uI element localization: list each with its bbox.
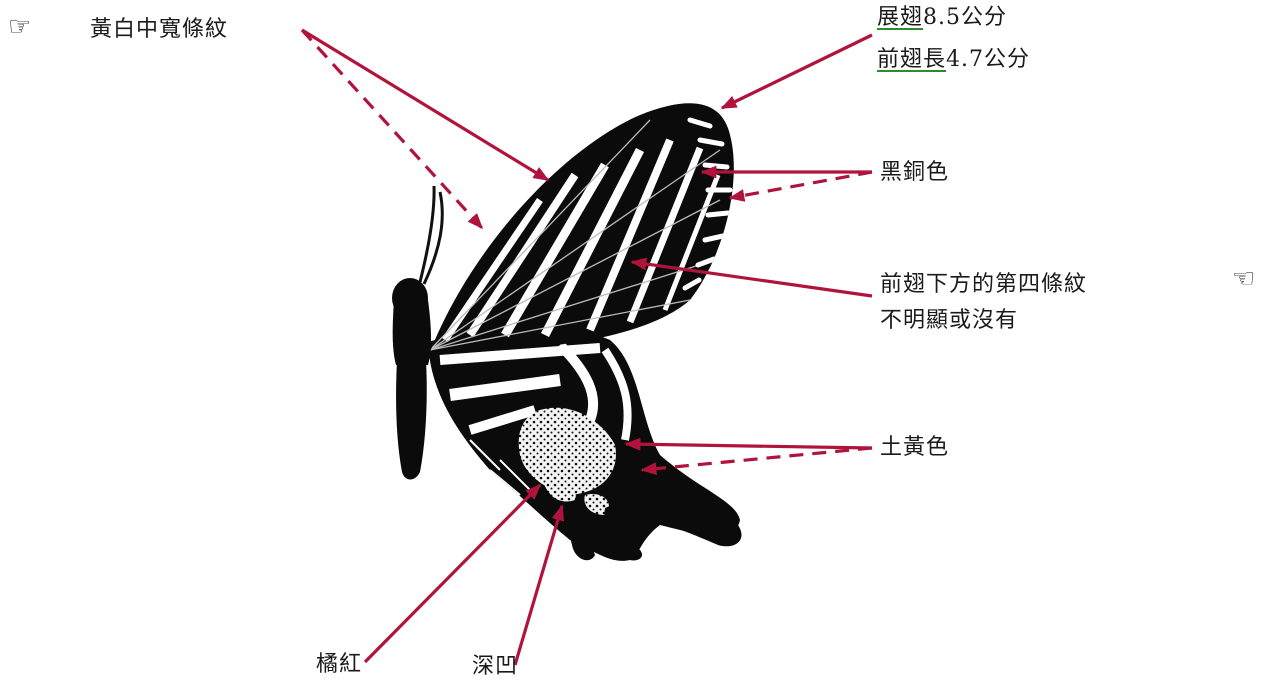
label-orange-red: 橘紅 — [316, 650, 362, 680]
forewing-term: 前翅長 — [877, 47, 946, 72]
label-fourth-stripe-line1: 前翅下方的第四條紋 — [880, 270, 1087, 300]
label-wingspan: 展翅8.5公分 — [877, 3, 1007, 33]
arrow-orange-red — [365, 485, 540, 662]
arrow-ochre-dashed — [642, 448, 872, 470]
arrow-ochre-solid — [626, 444, 872, 448]
forewing-value: 4.7公分 — [946, 47, 1030, 72]
arrow-stripe-solid — [302, 30, 548, 180]
arrow-stripe-dashed — [302, 30, 482, 228]
hand-pointing-left-icon: ☜ — [1232, 264, 1255, 294]
butterfly-thorax — [393, 300, 431, 365]
label-stripe-note: 黃白中寬條紋 — [90, 15, 228, 45]
label-forewing-length: 前翅長4.7公分 — [877, 45, 1030, 75]
wingspan-term: 展翅 — [877, 5, 923, 30]
label-fourth-stripe-line2: 不明顯或沒有 — [880, 306, 1018, 336]
arrow-deep-notch — [515, 506, 562, 665]
arrow-wingspan — [722, 35, 872, 108]
arrow-black-dashed — [730, 172, 872, 198]
label-deep-notch: 深凹 — [472, 652, 518, 682]
label-black-bronze: 黑銅色 — [880, 158, 949, 188]
hand-pointing-right-icon: ☞ — [8, 12, 31, 42]
label-ochre: 土黃色 — [880, 433, 949, 463]
butterfly-abdomen — [396, 360, 427, 480]
butterfly-illustration — [392, 90, 750, 580]
wingspan-value: 8.5公分 — [923, 5, 1007, 30]
